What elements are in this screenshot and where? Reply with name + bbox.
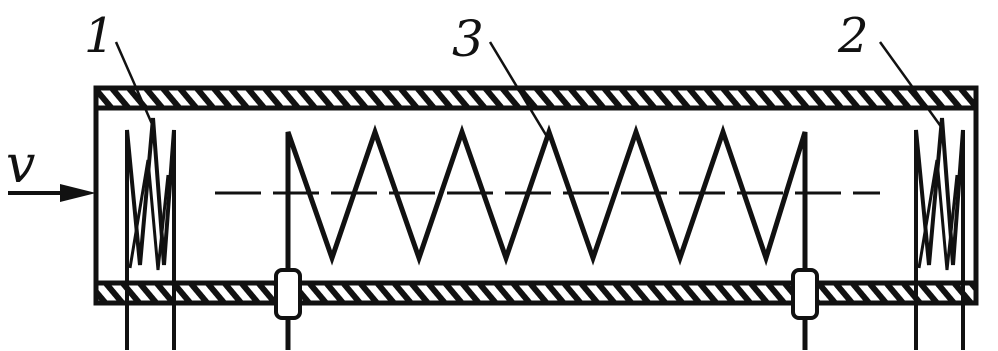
label-coil-3: 3 <box>452 10 484 68</box>
leader-3 <box>488 41 551 141</box>
coil-2 <box>914 117 965 350</box>
tube-top-wall <box>93 85 979 111</box>
coil-3 <box>285 124 808 350</box>
label-coil-2: 2 <box>837 8 869 64</box>
insulator-left <box>274 268 302 320</box>
leader-2 <box>878 41 944 129</box>
label-coil-1: 1 <box>84 8 115 64</box>
coil-1 <box>125 117 176 350</box>
insulators <box>274 268 819 320</box>
tube <box>93 85 979 306</box>
label-velocity: v <box>6 135 35 195</box>
insulator-right <box>791 268 819 320</box>
tube-bottom-wall <box>93 280 979 306</box>
label-leaders <box>114 41 944 141</box>
leader-1 <box>114 41 154 125</box>
velocity-arrow <box>8 184 96 202</box>
